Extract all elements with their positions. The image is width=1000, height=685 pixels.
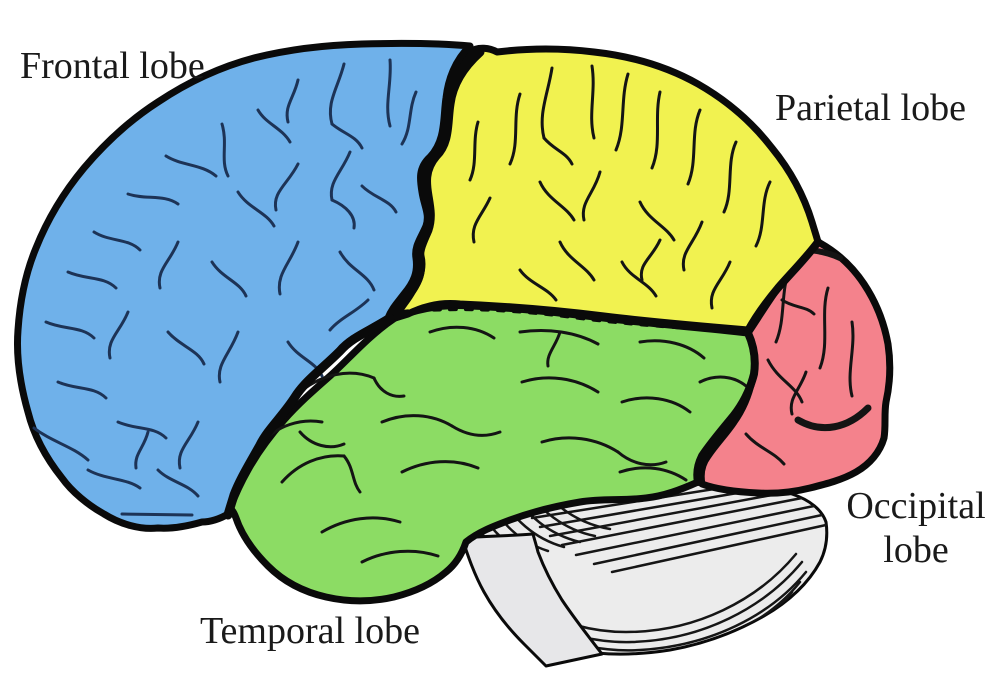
parietal-sulci: [468, 64, 772, 310]
temporal-sulci: [260, 325, 748, 564]
frontal-sulci: [32, 58, 418, 517]
occipital-temporal-line: [693, 329, 759, 486]
parieto-occipital-line: [744, 238, 822, 335]
parietal-lobe-label: Parietal lobe: [775, 87, 966, 129]
parietal-lobe-shape: [391, 44, 822, 334]
frontal-lobe-shape: [14, 39, 474, 532]
frontal-lobe-label: Frontal lobe: [20, 45, 205, 87]
central-sulcus-line: [385, 47, 485, 323]
parietal-temporal-dashed-line: [400, 307, 744, 334]
brainstem-shape: [460, 532, 604, 668]
lateral-sulcus-line: [223, 313, 395, 520]
occipital-lobe-label: Occipital lobe: [846, 485, 986, 572]
temporal-lobe-label: Temporal lobe: [200, 610, 420, 652]
